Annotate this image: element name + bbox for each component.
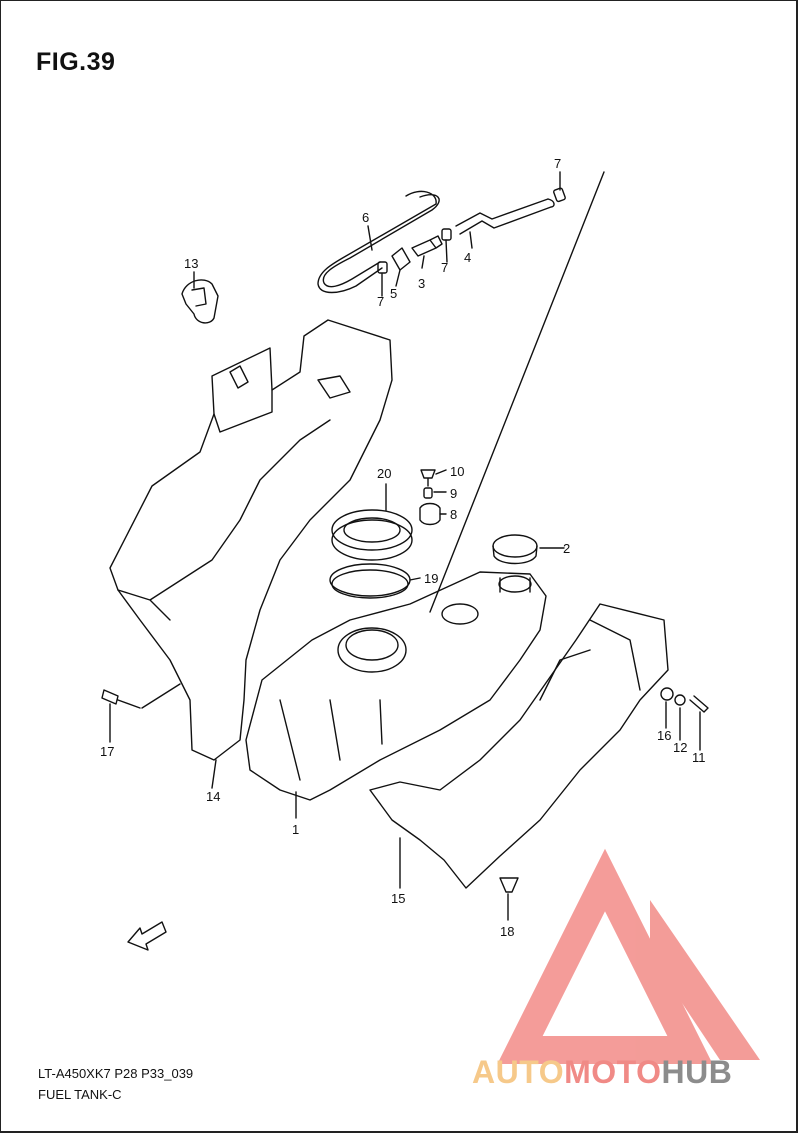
fuel-tank-1 [245, 571, 547, 801]
washer-15 [674, 694, 686, 706]
callout-17: 17 [100, 744, 114, 759]
callout-20: 20 [377, 466, 391, 481]
bolt-10 [420, 469, 436, 487]
fwd-arrow-icon [127, 921, 167, 951]
watermark-auto: AUTO [472, 1054, 565, 1090]
callout-8: 8 [450, 507, 457, 522]
guard-12 [109, 319, 393, 761]
watermark-hub: HUB [661, 1054, 733, 1090]
bracket-11 [181, 279, 219, 324]
callout-11: 13 [184, 256, 198, 271]
clamp-7-mid [441, 228, 452, 241]
callout-2: 2 [563, 541, 570, 556]
callout-19: 19 [424, 571, 438, 586]
callout-15: 12 [673, 740, 687, 755]
clip-18 [499, 877, 519, 893]
callout-7-left: 7 [377, 294, 384, 309]
clip-5 [391, 247, 411, 271]
callout-16: 16 [657, 728, 671, 743]
screw-14 [689, 695, 709, 713]
watermark-logo-icon [497, 848, 760, 1064]
diagram-code: LT-A450XK7 P28 P33_039 [38, 1066, 194, 1081]
side-cover-13 [369, 603, 669, 889]
callout-10: 10 [450, 464, 464, 479]
valve-3 [411, 235, 443, 257]
callout-18: 18 [500, 924, 514, 939]
gasket-19 [329, 563, 411, 597]
callout-3: 3 [418, 276, 425, 291]
watermark-moto: MOTO [564, 1054, 662, 1090]
hose-4 [455, 198, 555, 235]
cap-2 [492, 534, 538, 558]
clamp-7-left [377, 261, 388, 274]
callout-1: 1 [292, 822, 299, 837]
callout-12: 14 [206, 789, 220, 804]
figure-title: FIG.39 [36, 48, 116, 76]
callout-6: 6 [362, 210, 369, 225]
callout-13: 15 [391, 891, 405, 906]
leader-line [429, 171, 605, 613]
callout-4: 4 [464, 250, 471, 265]
callout-14: 11 [692, 750, 706, 765]
collar-9 [423, 487, 433, 499]
callout-5: 5 [390, 286, 397, 301]
clamp-7-top [553, 187, 566, 203]
nut-16 [660, 687, 674, 701]
ring-20 [331, 509, 413, 551]
callout-7-top: 7 [554, 156, 561, 171]
diagram-name: FUEL TANK-C [38, 1087, 122, 1102]
grommet-8 [419, 502, 441, 526]
bolt-17 [101, 689, 141, 709]
callout-9: 9 [450, 486, 457, 501]
bent-hose-6 [317, 190, 440, 294]
callout-7-mid: 7 [441, 260, 448, 275]
watermark-text: AUTOMOTOHUB [472, 1054, 732, 1091]
